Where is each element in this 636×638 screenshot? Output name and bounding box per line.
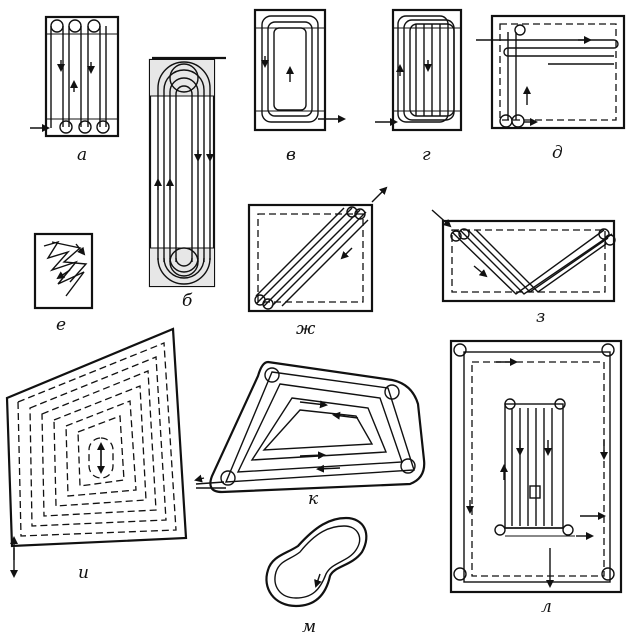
- panel-i-label: и: [78, 563, 89, 583]
- panel-g-label: г: [422, 145, 431, 165]
- panel-a-diagram: [30, 15, 120, 138]
- panel-g-diagram: [375, 8, 463, 132]
- panel-z-diagram: [431, 209, 616, 303]
- panel-b-diagram: [148, 56, 226, 288]
- panel-i-diagram: [5, 327, 188, 578]
- panel-l-label: л: [541, 597, 552, 617]
- panel-d-label: д: [552, 143, 563, 163]
- panel-v-label: в: [286, 145, 296, 165]
- panel-l-diagram: [449, 339, 623, 594]
- panel-e-diagram: [33, 232, 94, 310]
- panel-d-diagram: [476, 14, 626, 130]
- panel-z-label: з: [536, 307, 545, 327]
- panel-m-diagram: [265, 516, 368, 608]
- panel-zh-diagram: [247, 186, 388, 313]
- panel-k-diagram: [194, 360, 426, 494]
- panel-a-label: а: [77, 145, 87, 165]
- panel-e-label: е: [56, 315, 66, 335]
- panel-m-label: м: [302, 617, 316, 637]
- panel-zh-label: ж: [296, 319, 316, 339]
- panel-v-diagram: [253, 8, 346, 132]
- panel-k-label: к: [308, 489, 319, 509]
- panel-b-label: б: [182, 291, 193, 311]
